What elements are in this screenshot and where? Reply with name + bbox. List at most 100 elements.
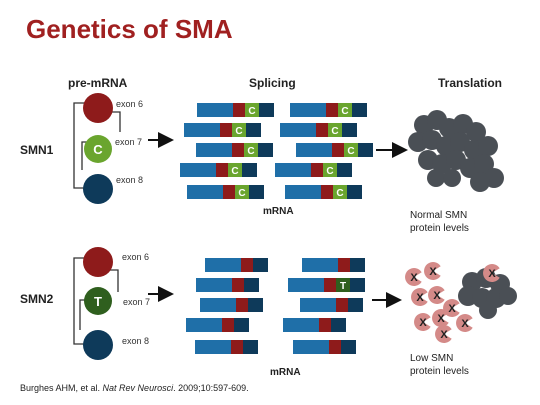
- mrna-exon-blue: [196, 278, 232, 292]
- header-translation: Translation: [438, 76, 503, 90]
- mrna-exon-6: [329, 340, 341, 354]
- smn2-exon6: [83, 247, 113, 277]
- degraded-protein-shape: [411, 288, 428, 306]
- mrna-exon-7: [235, 185, 249, 199]
- smn1-exon6-label: exon 6: [116, 99, 144, 109]
- gene-label-smn2: SMN2: [20, 292, 54, 306]
- degraded-x-mark: X: [440, 329, 448, 341]
- degraded-x-mark: X: [433, 290, 441, 302]
- mrna-exon-6: [232, 143, 244, 157]
- mrna-exon-7: [336, 278, 350, 292]
- header-splicing: Splicing: [249, 76, 296, 90]
- mrna-strand: C: [180, 163, 257, 177]
- protein-blob: [443, 169, 461, 187]
- mrna-exon-8: [341, 340, 356, 354]
- degraded-x-mark: X: [461, 318, 469, 330]
- degraded-protein-shape: [456, 314, 473, 332]
- degraded-protein: X: [435, 325, 452, 343]
- mrna-strand: [205, 258, 268, 272]
- mrna-strand: [195, 340, 258, 354]
- mrna-strand: [302, 258, 365, 272]
- mrna-strand: [300, 298, 363, 312]
- mrna-exon-7: [323, 163, 337, 177]
- degraded-protein: X: [483, 263, 500, 282]
- mrna-exon-7: [244, 143, 258, 157]
- mrna-exon-8: [234, 318, 249, 332]
- mrna-exon-blue: [300, 298, 336, 312]
- mrna-exon-8: [350, 278, 365, 292]
- mrna-exon-blue: [184, 123, 220, 137]
- protein-blob: [466, 122, 486, 142]
- mrna-strand: C: [187, 185, 264, 199]
- mrna-exon-6: [233, 103, 245, 117]
- protein-blob: [470, 172, 490, 192]
- mrna-exon-8: [342, 123, 357, 137]
- mrna-exon-6: [236, 298, 248, 312]
- smn2-protein-caption-line2: protein levels: [410, 366, 469, 377]
- mrna-strand: C: [290, 103, 367, 117]
- gene-label-smn1: SMN1: [20, 143, 54, 157]
- mrna-exon-8: [242, 163, 257, 177]
- mrna-exon-blue: [293, 340, 329, 354]
- degraded-x-mark: X: [429, 266, 437, 278]
- mrna-exon-blue: [275, 163, 311, 177]
- mrna-exon-8: [253, 258, 268, 272]
- mrna-exon-blue: [296, 143, 332, 157]
- degraded-x-mark: X: [488, 268, 496, 280]
- citation-journal: Nat Rev Neurosci: [102, 383, 174, 393]
- mrna-exon-blue: [186, 318, 222, 332]
- mrna-strand: [293, 340, 356, 354]
- degraded-protein-shape: [424, 262, 441, 280]
- degraded-protein-shape: [483, 263, 500, 282]
- smn1-exon7-letter: C: [93, 142, 103, 157]
- mrna-exon-7-letter: C: [248, 106, 255, 117]
- mrna-exon-6: [324, 278, 336, 292]
- mrna-exon-7-letter: T: [340, 281, 346, 292]
- mrna-exon-blue: [280, 123, 316, 137]
- mrna-exon-6: [311, 163, 323, 177]
- mrna-exon-7: [228, 163, 242, 177]
- mrna-exon-7-letter: C: [247, 146, 254, 157]
- mrna-exon-8: [259, 103, 274, 117]
- mrna-exon-8: [249, 185, 264, 199]
- protein-blob: [479, 301, 497, 319]
- mrna-exon-8: [358, 143, 373, 157]
- mrna-exon-7-letter: C: [238, 188, 245, 199]
- degraded-protein: X: [432, 309, 449, 328]
- mrna-strand: C: [275, 163, 352, 177]
- mrna-strand: [196, 278, 259, 292]
- smn1-exon8-label: exon 8: [116, 175, 144, 185]
- mrna-strand: C: [285, 185, 362, 199]
- mrna-exon-6: [338, 258, 350, 272]
- mrna-exon-6: [316, 123, 328, 137]
- mrna-exon-blue: [180, 163, 216, 177]
- mrna-exon-7: [338, 103, 352, 117]
- smn2-exon7-label: exon 7: [123, 297, 151, 307]
- degraded-protein: X: [456, 314, 473, 332]
- mrna-exon-6: [332, 143, 344, 157]
- degraded-x-mark: X: [410, 272, 418, 284]
- mrna-exon-6: [216, 163, 228, 177]
- mrna-exon-8: [348, 298, 363, 312]
- mrna-exon-6: [241, 258, 253, 272]
- mrna-exon-6: [321, 185, 333, 199]
- smn2-protein-caption-line1: Low SMN: [410, 353, 454, 364]
- mrna-exon-8: [246, 123, 261, 137]
- protein-blob: [478, 136, 498, 156]
- mrna-exon-7-letter: C: [326, 166, 333, 177]
- mrna-exon-6: [223, 185, 235, 199]
- slide-title: Genetics of SMA: [26, 14, 233, 44]
- mrna-exon-6: [231, 340, 243, 354]
- mrna-exon-8: [350, 258, 365, 272]
- mrna-strand: [200, 298, 263, 312]
- smn2-pre-mrna: T: [73, 247, 119, 360]
- mrna-exon-blue: [290, 103, 326, 117]
- citation-details: . 2009;10:597-609.: [173, 383, 249, 393]
- mrna-exon-6: [319, 318, 331, 332]
- degraded-x-mark: X: [416, 292, 424, 304]
- mrna-exon-7-letter: C: [231, 166, 238, 177]
- mrna-exon-7: [333, 185, 347, 199]
- degraded-protein-shape: [428, 286, 445, 305]
- mrna-strand: C: [184, 123, 261, 137]
- degraded-x-mark: X: [419, 317, 427, 329]
